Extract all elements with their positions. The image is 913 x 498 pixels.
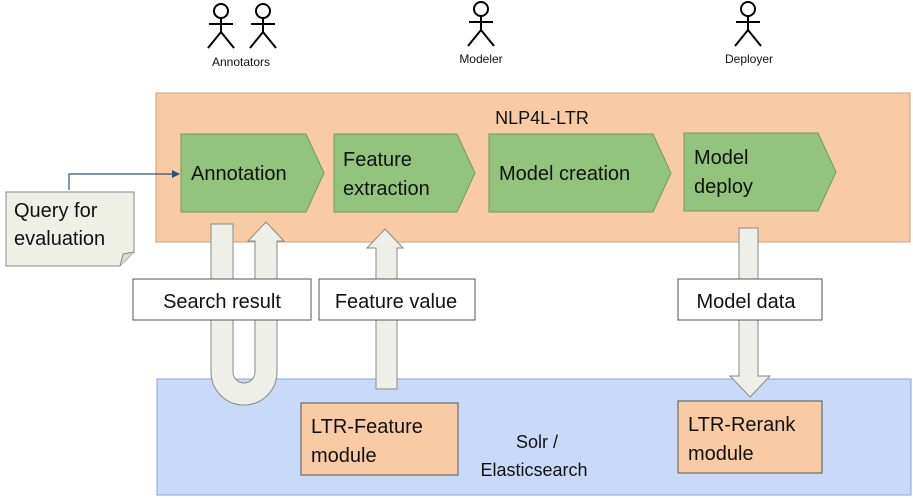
ltr-feature-module [300,402,459,476]
query-note-line2: evaluation [14,228,105,250]
step-annotation [180,133,325,213]
step-feature-label-line2: extraction [343,178,430,200]
modeler-label: Modeler [459,52,502,66]
solr-label-line2: Elasticsearch [480,460,587,480]
ltr-rerank-module-line1: LTR-Rerank [688,414,796,436]
step-deploy-label-line1: Model [694,147,748,169]
ltr-feature-module-line1: LTR-Feature [311,416,423,438]
feature-value-label: Feature value [335,291,457,313]
model-data-label: Model data [697,291,797,313]
step-feature-extraction [333,133,476,213]
annotator-actor-1 [207,3,235,49]
step-feature-label-line1: Feature [343,149,412,171]
ltr-rerank-module [677,400,823,474]
annotator-actor-2 [249,3,277,49]
solr-label-line1: Solr / [516,432,558,452]
ltr-feature-module-line2: module [311,445,377,467]
annotators-label: Annotators [212,55,270,69]
step-annotation-label: Annotation [191,163,287,185]
nlp4l-title: NLP4L-LTR [495,108,589,128]
search-result-label-box [132,278,312,321]
query-note-fold [119,251,135,267]
query-note-line1: Query for [14,200,98,222]
step-deploy-label-line2: deploy [694,176,753,198]
feature-value-label-box [318,278,476,321]
modeler-actor [467,1,495,47]
model-data-label-box [677,278,823,321]
step-model-deploy [683,132,837,212]
step-model-creation-label: Model creation [499,163,630,185]
search-result-u-arrow [210,221,286,406]
step-model-creation [488,133,672,213]
search-result-label: Search result [163,291,281,313]
ltr-rerank-module-line2: module [688,443,754,465]
deployer-label: Deployer [725,52,773,66]
deployer-actor [734,1,762,47]
query-connector-arrow [68,170,180,190]
